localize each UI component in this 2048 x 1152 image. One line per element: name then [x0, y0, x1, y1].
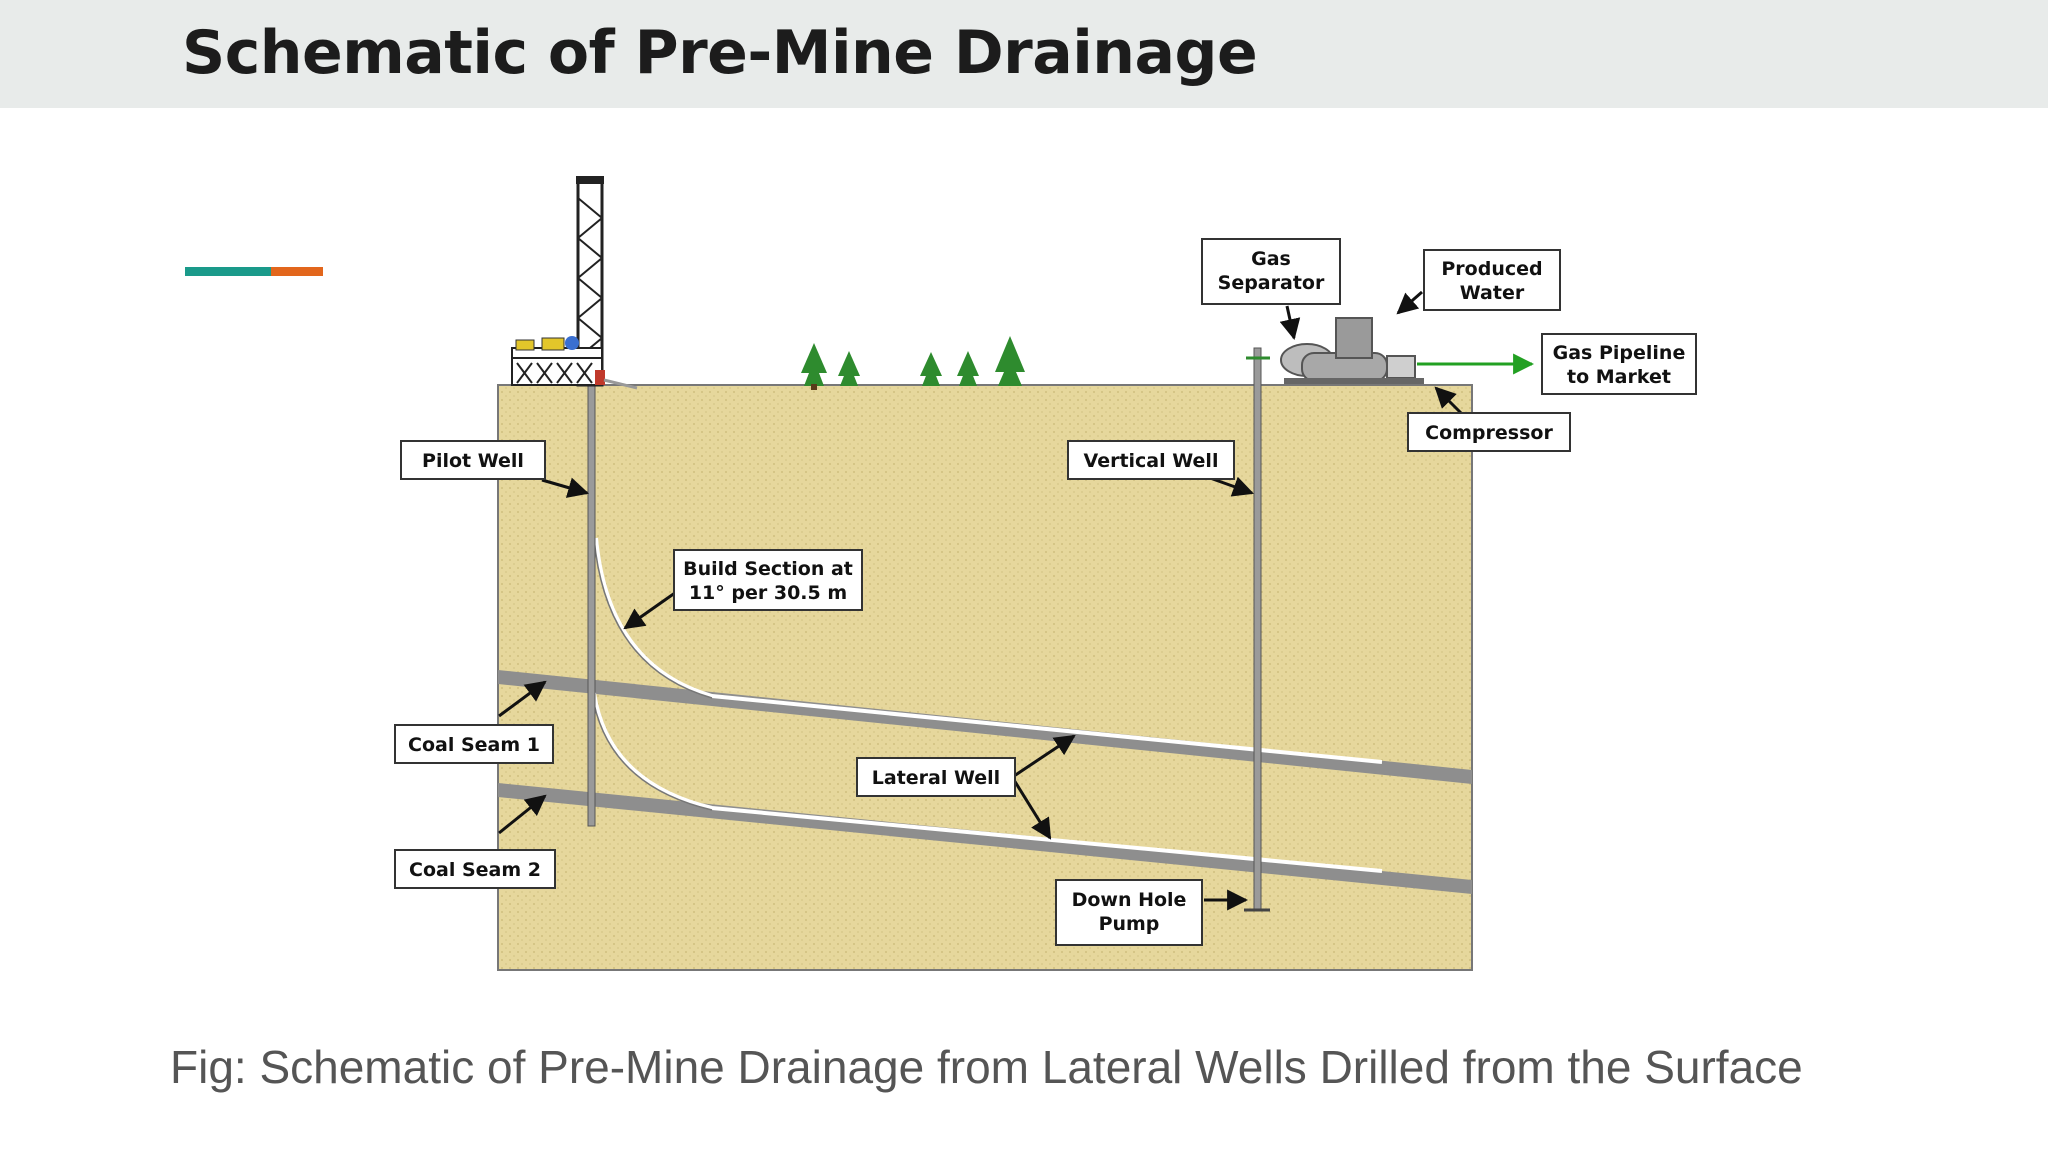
vertical-well-bore	[1253, 347, 1262, 911]
gas-separator-label-box	[1201, 238, 1341, 305]
produced-water-label-line1: Produced	[1441, 258, 1542, 280]
build-section-label-line2: 11° per 30.5 m	[689, 582, 847, 604]
gas-pipeline-label-box	[1541, 333, 1697, 395]
lateral-well-1-line	[594, 537, 1383, 764]
lateral-well-label: Lateral Well	[872, 767, 1000, 789]
coal-seam-1-label-box	[394, 724, 554, 764]
figure-caption: Fig: Schematic of Pre-Mine Drainage from…	[170, 1041, 1803, 1093]
coal-seam-1-label: Coal Seam 1	[408, 734, 540, 756]
pilot-well-label-box	[400, 440, 546, 480]
page-title: Schematic of Pre-Mine Drainage	[182, 18, 1258, 88]
accent-bar-orange	[271, 267, 323, 276]
produced-water-label-line2: Water	[1460, 282, 1525, 304]
compressor-label: Compressor	[1425, 422, 1553, 444]
produced-water-label-box	[1423, 249, 1561, 311]
pilot-well-bore	[587, 375, 596, 827]
accent-bar-teal	[185, 267, 271, 276]
lateral-well-2-line	[592, 692, 1383, 873]
gas-pipeline-label-line1: Gas Pipeline	[1553, 342, 1686, 364]
drilling-rig	[511, 176, 638, 390]
vertical-well-label-box	[1067, 440, 1235, 480]
gas-separator-label-line2: Separator	[1218, 272, 1325, 294]
ground-block	[497, 384, 1473, 971]
pre-mine-drainage-schematic: Pilot Well Vertical Well Gas Separator P…	[394, 176, 1697, 971]
surface-equipment	[1246, 317, 1424, 384]
compressor-label-box	[1407, 412, 1571, 452]
coal-seam-2-label: Coal Seam 2	[409, 859, 541, 881]
trees	[801, 336, 1025, 390]
pilot-well-label: Pilot Well	[422, 450, 524, 472]
vertical-well-label: Vertical Well	[1084, 450, 1219, 472]
gas-pipeline-label-line2: to Market	[1567, 366, 1671, 388]
title-bar	[0, 0, 2048, 108]
lateral-well-label-box	[856, 757, 1016, 797]
down-hole-pump-label-line1: Down Hole	[1072, 889, 1187, 911]
down-hole-pump-label-box	[1055, 879, 1203, 946]
down-hole-pump-label-line2: Pump	[1099, 913, 1160, 935]
build-section-label-line1: Build Section at	[683, 558, 853, 580]
build-section-label-box	[673, 549, 863, 611]
leader-arrows	[498, 290, 1464, 911]
gas-separator-label-line1: Gas	[1251, 248, 1291, 270]
coal-seam-2-label-box	[394, 849, 556, 889]
lateral-well-2-edge	[591, 692, 713, 811]
lateral-well-1-edge	[593, 537, 713, 699]
